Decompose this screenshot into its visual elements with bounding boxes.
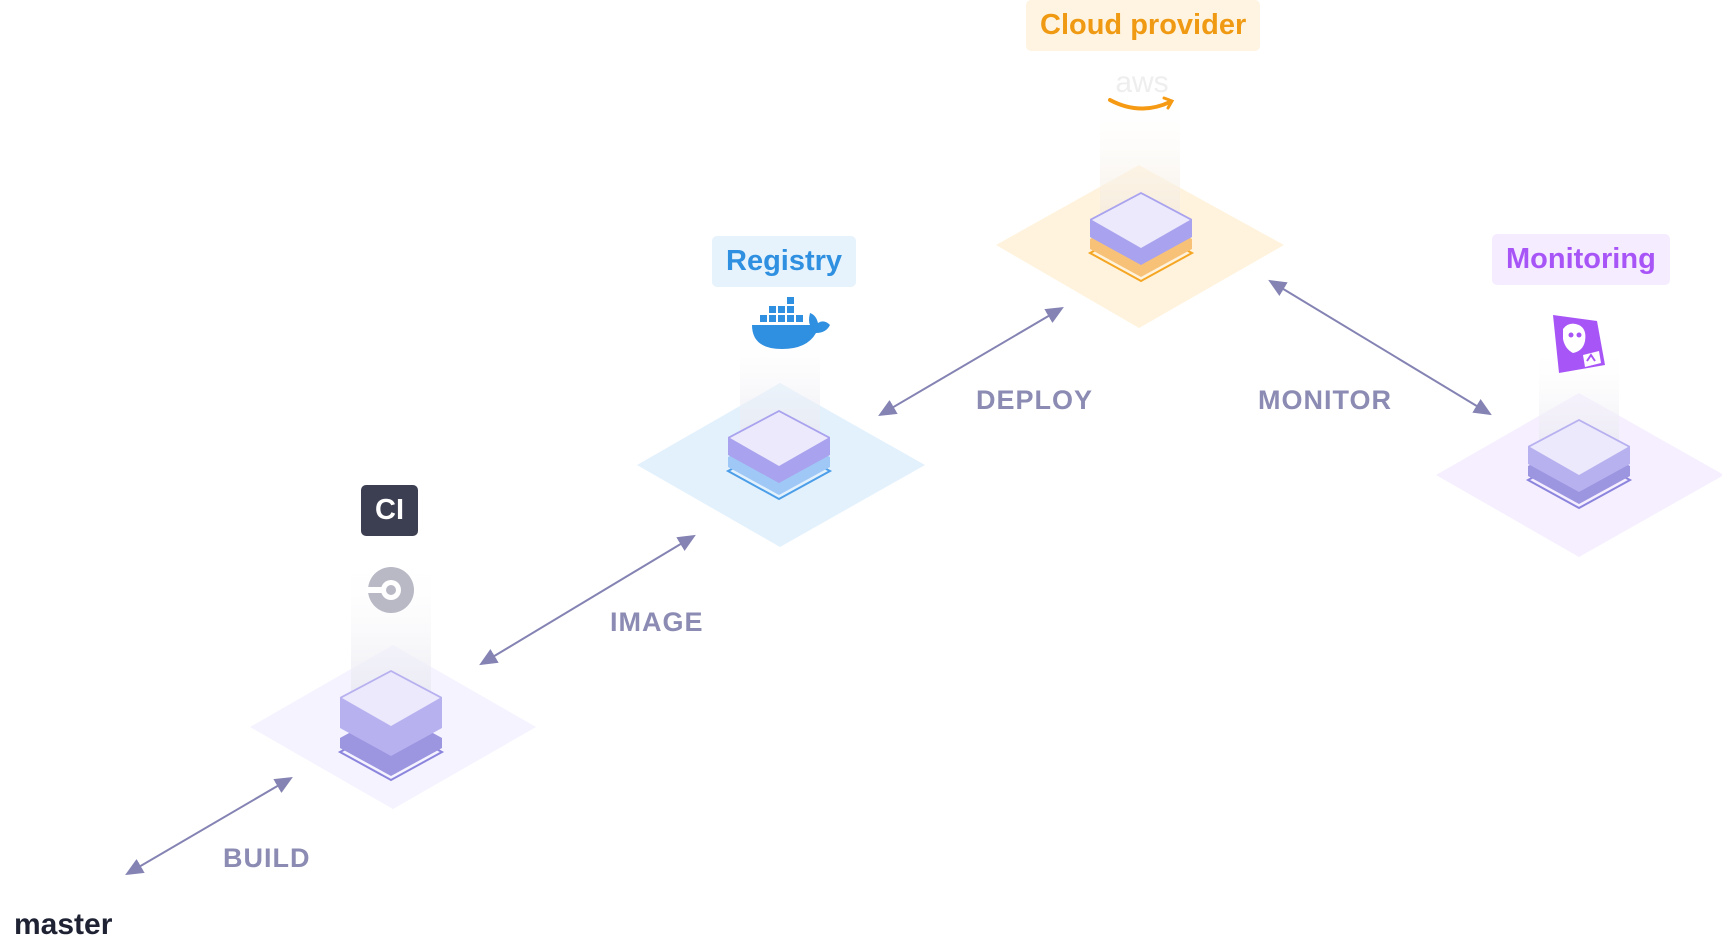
aws-icon: aws [1108, 66, 1175, 111]
edges [125, 279, 1492, 876]
monitoring-tile [1525, 419, 1633, 510]
edge-label-monitor: MONITOR [1258, 385, 1392, 415]
edge-image-arrow [479, 534, 696, 666]
stage-label-ci: CI [361, 485, 418, 536]
stage-label-registry: Registry [712, 236, 857, 287]
stage-label-monitoring: Monitoring [1492, 234, 1670, 285]
stage-registry [637, 297, 925, 547]
cloud-tile [1087, 192, 1195, 283]
circleci-icon [366, 567, 414, 613]
edge-deploy-arrow [878, 306, 1064, 417]
edge-label-build: BUILD [223, 843, 311, 873]
aws-text: aws [1115, 66, 1168, 99]
ci-tile [337, 670, 445, 782]
edge-label-deploy: DEPLOY [976, 385, 1094, 415]
stage-cloud: aws [996, 66, 1284, 328]
stage-monitoring [1436, 315, 1722, 557]
stage-ci [250, 555, 536, 809]
datadog-icon [1553, 315, 1605, 373]
stage-label-cloud: Cloud provider [1026, 0, 1261, 51]
edge-label-image: IMAGE [610, 607, 704, 637]
registry-tile [725, 410, 833, 501]
docker-icon [752, 297, 830, 349]
edge-build-arrow [125, 776, 293, 876]
edge-monitor-arrow [1268, 279, 1492, 416]
source-branch-label: master [14, 908, 113, 941]
